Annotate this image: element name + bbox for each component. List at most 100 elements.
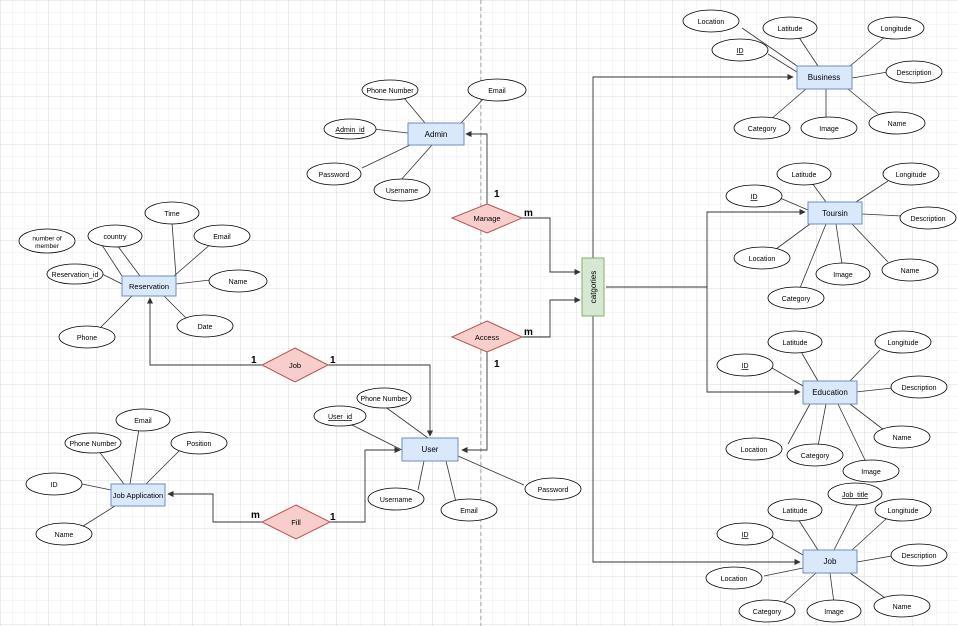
- svg-text:Description: Description: [896, 70, 931, 77]
- attr-job-location[interactable]: Location: [705, 566, 763, 590]
- svg-text:Location: Location: [741, 447, 768, 454]
- attr-job-image[interactable]: Image: [806, 599, 862, 623]
- svg-text:Name: Name: [229, 279, 248, 286]
- attr-reservation-time[interactable]: Time: [144, 201, 200, 225]
- svg-text:Name: Name: [55, 532, 74, 539]
- entity-business[interactable]: Business: [796, 65, 853, 90]
- attr-application-phone[interactable]: Phone Number: [64, 432, 122, 454]
- attr-user-username[interactable]: Username: [367, 487, 425, 511]
- attr-application-email[interactable]: Email: [115, 408, 171, 432]
- svg-text:User_id: User_id: [328, 414, 352, 421]
- attribute-connectors: [79, 27, 903, 605]
- entity-user[interactable]: User: [401, 437, 459, 462]
- svg-text:Category: Category: [801, 453, 830, 460]
- attr-business-description[interactable]: Description: [885, 60, 943, 84]
- attr-job-title[interactable]: Job_title: [827, 482, 883, 506]
- entity-job-application[interactable]: Job Application: [110, 483, 166, 507]
- attr-admin-phone[interactable]: Phone Number: [361, 79, 419, 101]
- entity-tourism[interactable]: Toursin: [807, 201, 863, 225]
- attr-tourism-image[interactable]: Image: [815, 262, 871, 286]
- svg-text:Phone Number: Phone Number: [69, 441, 117, 448]
- attr-reservation-country[interactable]: country: [87, 224, 143, 248]
- attr-reservation-email[interactable]: Email: [193, 224, 251, 248]
- attr-business-location[interactable]: Location: [682, 9, 740, 33]
- attr-education-location[interactable]: Location: [725, 437, 783, 461]
- attr-admin-username[interactable]: Username: [373, 178, 431, 202]
- cardinality-access-hub: m: [524, 327, 533, 338]
- attr-education-longitude[interactable]: Longitude: [874, 330, 932, 354]
- svg-text:Location: Location: [721, 576, 748, 583]
- entity-admin[interactable]: Admin: [407, 122, 465, 146]
- attr-tourism-category[interactable]: Category: [767, 286, 825, 310]
- attr-application-name[interactable]: Name: [35, 522, 93, 546]
- job-to-user-line: [328, 364, 434, 437]
- svg-text:Name: Name: [893, 604, 912, 611]
- attr-user-phone[interactable]: Phone Number: [356, 387, 412, 409]
- attr-education-category[interactable]: Category: [786, 443, 844, 467]
- attr-user-email[interactable]: Email: [440, 498, 498, 522]
- attr-reservation-phone[interactable]: Phone: [58, 325, 116, 349]
- svg-text:Latitude: Latitude: [783, 340, 808, 347]
- attr-job-longitude[interactable]: Longitude: [874, 498, 932, 522]
- attr-education-name[interactable]: Name: [873, 425, 931, 449]
- attr-tourism-name[interactable]: Name: [881, 258, 939, 282]
- attr-education-latitude[interactable]: Latitude: [767, 330, 823, 354]
- attr-reservation-date[interactable]: Date: [176, 314, 234, 338]
- entity-reservation[interactable]: Reservation: [121, 275, 177, 297]
- entity-education[interactable]: Education: [802, 380, 858, 405]
- attr-job-id[interactable]: ID: [716, 522, 774, 546]
- attr-application-position[interactable]: Position: [170, 431, 228, 455]
- relationship-manage[interactable]: Manage: [450, 203, 524, 234]
- entity-business-label: Business: [808, 73, 840, 82]
- relationship-access[interactable]: Access: [450, 320, 524, 353]
- attr-business-id[interactable]: ID: [711, 38, 769, 62]
- attr-tourism-longitude[interactable]: Longitude: [882, 162, 940, 186]
- attr-user-password[interactable]: Password: [524, 477, 582, 501]
- attr-user-id[interactable]: User_id: [313, 405, 367, 427]
- svg-text:Name: Name: [901, 268, 920, 275]
- attr-business-latitude[interactable]: Latitude: [762, 16, 818, 40]
- svg-text:Image: Image: [861, 469, 881, 476]
- attr-business-name[interactable]: Name: [868, 111, 926, 135]
- attr-job-category[interactable]: Category: [738, 599, 796, 623]
- attr-admin-password[interactable]: Password: [306, 162, 362, 186]
- entity-user-label: User: [422, 445, 439, 454]
- svg-text:Admin_id: Admin_id: [335, 127, 364, 134]
- svg-text:Email: Email: [213, 234, 231, 241]
- fill-to-application-line: [167, 490, 262, 523]
- relationship-fill[interactable]: Fill: [260, 504, 332, 540]
- attr-job-description[interactable]: Description: [890, 543, 948, 567]
- attr-business-image[interactable]: Image: [800, 116, 858, 140]
- attr-job-name[interactable]: Name: [873, 594, 931, 618]
- entity-job[interactable]: Job: [802, 549, 858, 574]
- entity-admin-label: Admin: [425, 130, 448, 139]
- attr-tourism-description[interactable]: Description: [899, 206, 957, 230]
- entity-job-application-label: Job Application: [113, 491, 163, 500]
- attr-education-description[interactable]: Description: [890, 375, 948, 399]
- categories-hub[interactable]: catgories: [581, 257, 605, 317]
- attr-admin-email[interactable]: Email: [467, 78, 527, 102]
- attr-application-id[interactable]: ID: [25, 472, 83, 496]
- relationship-access-label: Access: [475, 333, 499, 342]
- attr-reservation-id[interactable]: Reservation_id: [46, 263, 104, 285]
- access-to-categories-line: [522, 296, 581, 338]
- attr-admin-id[interactable]: Admin_id: [323, 118, 377, 140]
- attr-business-longitude[interactable]: Longitude: [867, 16, 925, 40]
- svg-text:Longitude: Longitude: [881, 26, 912, 33]
- entity-job-label: Job: [824, 557, 837, 566]
- attr-reservation-name[interactable]: Name: [208, 269, 268, 293]
- attr-tourism-latitude[interactable]: Latitude: [776, 162, 832, 186]
- attr-tourism-location[interactable]: Location: [733, 246, 791, 270]
- cardinality-fill-application: m: [251, 510, 260, 521]
- attr-education-id[interactable]: ID: [716, 353, 774, 377]
- manage-to-admin-line: [465, 130, 488, 204]
- attr-education-image[interactable]: Image: [842, 459, 900, 483]
- attr-job-latitude[interactable]: Latitude: [767, 498, 823, 522]
- svg-text:Phone Number: Phone Number: [366, 88, 414, 95]
- attr-business-category[interactable]: Category: [733, 116, 791, 140]
- svg-text:Position: Position: [187, 441, 212, 448]
- attr-tourism-id[interactable]: ID: [725, 184, 783, 208]
- relationship-job[interactable]: Job: [260, 347, 330, 383]
- access-to-user-line: [461, 352, 488, 454]
